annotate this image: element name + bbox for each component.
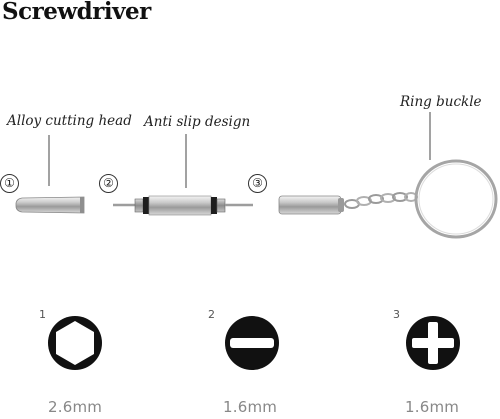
part-number-2: ②: [99, 174, 118, 193]
callout-alloy-cutting-head: Alloy cutting head: [7, 113, 132, 129]
tip-size-2: 1.6mm: [223, 398, 278, 416]
phillips-tip-icon: [406, 316, 460, 370]
tip-number-2: 2: [208, 308, 215, 321]
alloy-cutting-head-part: [15, 196, 85, 214]
screwdriver-handle-part: [113, 195, 253, 216]
tip-number-3: 3: [393, 308, 400, 321]
part-number-3: ③: [248, 174, 267, 193]
tip-size-1: 2.6mm: [48, 398, 103, 416]
tip-number-1: 1: [39, 308, 46, 321]
part-number-1: ①: [0, 174, 19, 193]
callout-anti-slip-design: Anti slip design: [144, 114, 251, 130]
hex-tip-icon: [48, 316, 102, 370]
ring-buckle-part: [278, 159, 498, 239]
tip-size-3: 1.6mm: [405, 398, 460, 416]
callout-ring-buckle: Ring buckle: [400, 94, 482, 110]
slotted-tip-icon: [225, 316, 279, 370]
page-title: Screwdriver: [2, 0, 151, 25]
